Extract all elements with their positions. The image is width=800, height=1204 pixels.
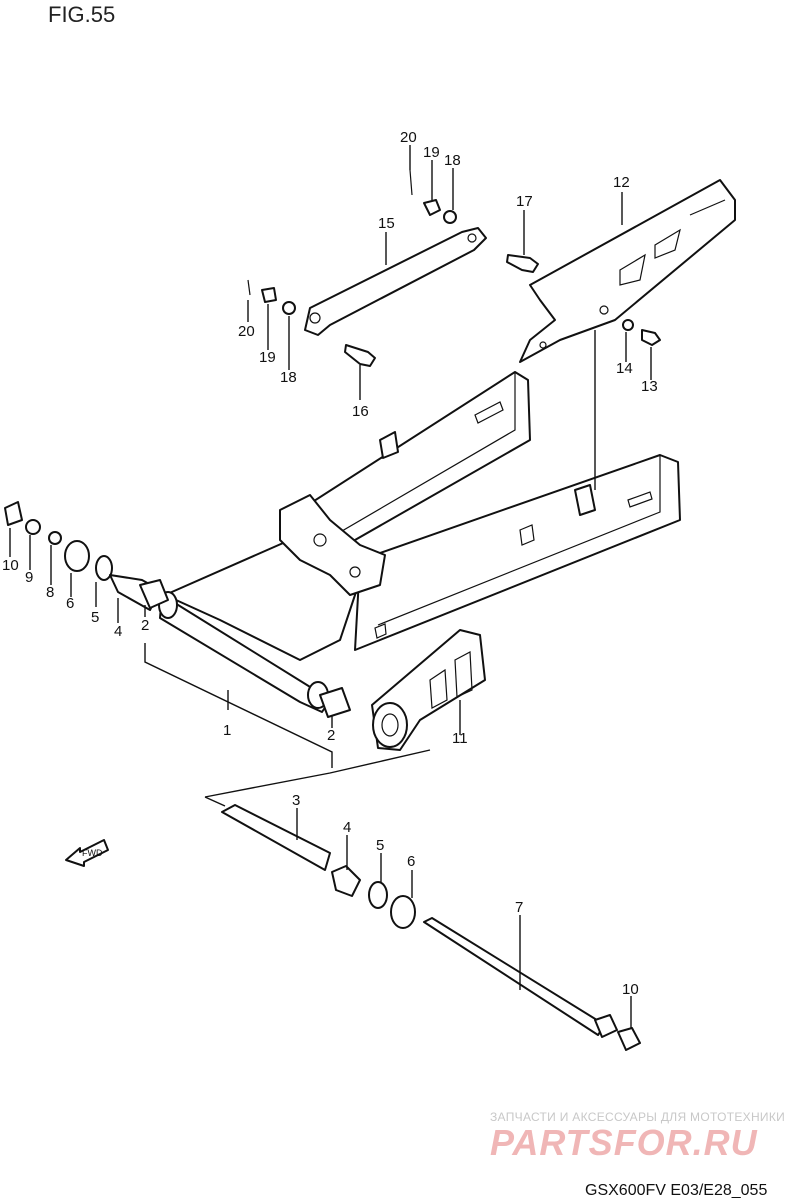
callout-2-left: 2: [141, 617, 149, 634]
nut-10-left: [4, 501, 23, 526]
fwd-label: FWD: [82, 848, 103, 858]
bearing-2-left: [139, 579, 169, 609]
callout-10-right: 10: [622, 981, 639, 998]
cotter-pin-20-lower: [247, 279, 251, 296]
bracket-line-1: [144, 643, 333, 768]
figure-title: FIG.55: [48, 2, 116, 27]
washer-18-lower: [282, 301, 296, 315]
swingarm: [158, 371, 681, 713]
cotter-pin-20-upper: [409, 169, 413, 196]
washer-5-lower: [368, 881, 388, 909]
bearing-2-right: [319, 687, 351, 718]
callout-10-left: 10: [2, 557, 19, 574]
callout-5-lower: 5: [376, 837, 384, 854]
callout-11: 11: [452, 730, 468, 747]
callout-3: 3: [292, 792, 300, 809]
callout-4-lower: 4: [343, 819, 351, 836]
washer-14: [622, 319, 634, 331]
callout-6-left: 6: [66, 595, 74, 612]
callout-2-right: 2: [327, 727, 335, 744]
washer-18-upper: [443, 210, 457, 224]
bracket-line-2: [204, 749, 431, 798]
fwd-arrow: FWD: [65, 839, 109, 867]
screw-13: [641, 329, 661, 346]
watermark-tagline: ЗАПЧАСТИ И АКСЕССУАРЫ ДЛЯ МОТОТЕХНИКИ: [490, 1110, 786, 1124]
callout-1: 1: [223, 722, 231, 739]
callout-17: 17: [516, 193, 533, 210]
nut-9: [25, 519, 41, 535]
nut-19-upper: [423, 199, 441, 216]
nut-19-lower: [261, 287, 277, 303]
callout-18-upper: 18: [444, 152, 461, 169]
callout-4-left: 4: [114, 623, 122, 640]
chain-case: [519, 179, 736, 363]
callout-20-upper: 20: [400, 129, 417, 146]
callout-19-upper: 19: [423, 144, 440, 161]
callout-7: 7: [515, 899, 523, 916]
figure-code: GSX600FV E03/E28_055: [585, 1182, 768, 1199]
spacer-3: [221, 804, 331, 871]
bushing-4-lower: [331, 865, 361, 897]
pivot-axle-7: [423, 917, 606, 1036]
axle-head-7: [594, 1014, 618, 1038]
washer-5-left: [95, 555, 113, 581]
callout-20-lower: 20: [238, 323, 255, 340]
chain-adjuster: [371, 629, 486, 751]
bracket-line-3: [204, 796, 226, 807]
callout-19-lower: 19: [259, 349, 276, 366]
torque-link: [304, 227, 487, 336]
bolt-16: [344, 344, 376, 367]
callout-13: 13: [641, 378, 658, 395]
callout-12: 12: [613, 174, 630, 191]
callout-8: 8: [46, 584, 54, 601]
nut-10-right: [617, 1027, 641, 1051]
callout-5-left: 5: [91, 609, 99, 626]
washer-6-lower: [390, 895, 416, 929]
callout-16: 16: [352, 403, 369, 420]
washer-6-left: [64, 540, 90, 572]
callout-15: 15: [378, 215, 395, 232]
callout-6-lower: 6: [407, 853, 415, 870]
washer-8: [48, 531, 62, 545]
bolt-17: [506, 254, 539, 273]
watermark-logo: PARTSFOR.RU: [490, 1122, 758, 1163]
callout-14: 14: [616, 360, 633, 377]
callout-18-lower: 18: [280, 369, 297, 386]
callout-9: 9: [25, 569, 33, 586]
